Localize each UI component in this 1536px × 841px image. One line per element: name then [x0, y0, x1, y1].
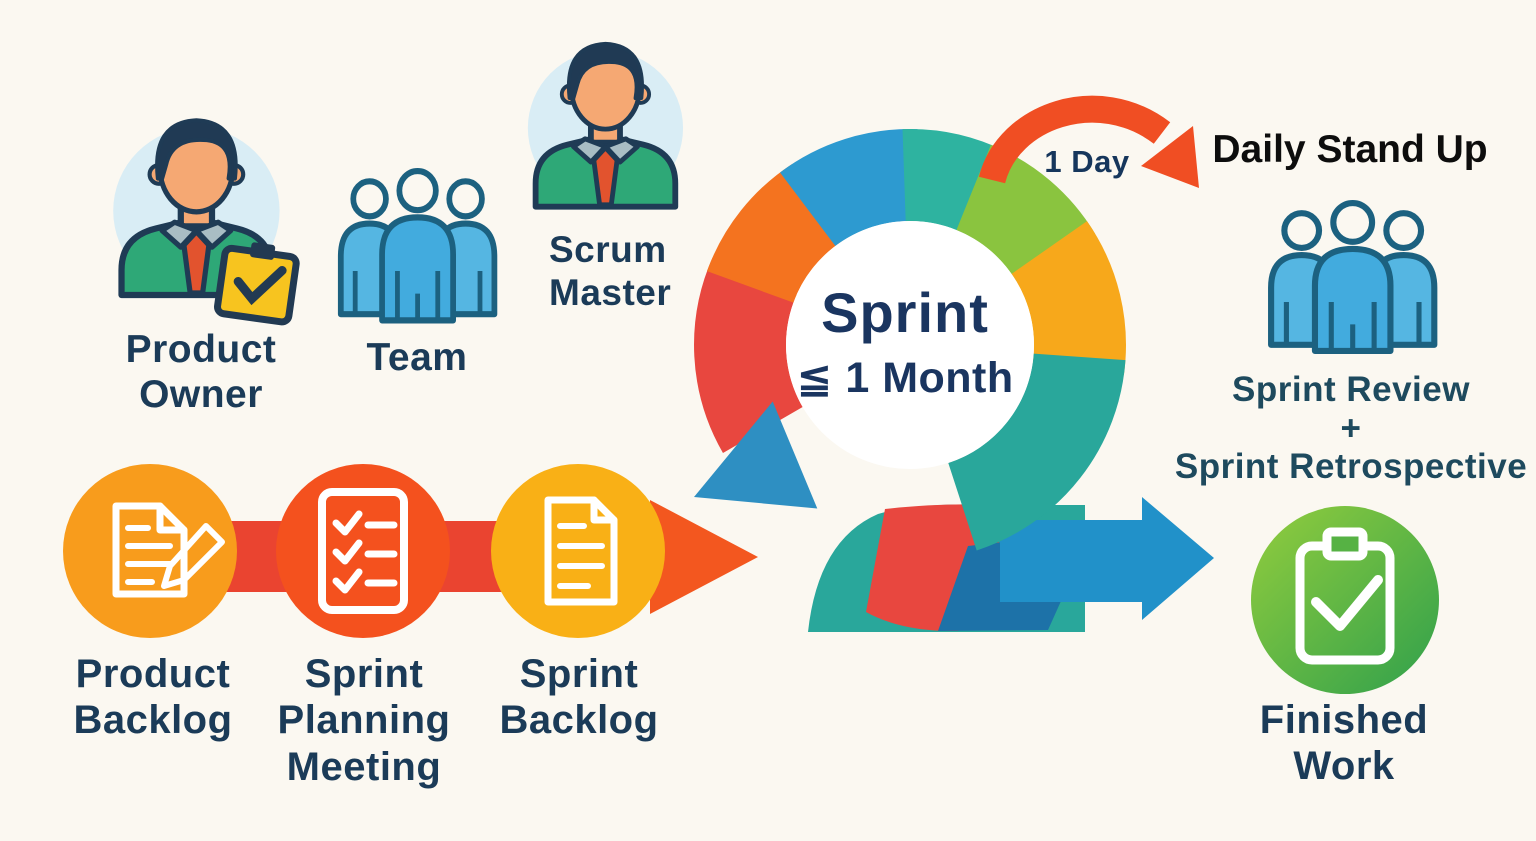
sprint-retrospective-label: Sprint Retrospective: [1174, 447, 1528, 486]
scrum-master-avatar-icon: [528, 44, 683, 207]
team-icon-left: [341, 171, 495, 320]
sprint-planning-meeting-label: Sprint Planning Meeting: [277, 652, 451, 789]
daily-standup-label: Daily Stand Up: [1212, 128, 1488, 171]
one-day-loop-arrow-icon: [978, 95, 1199, 188]
sprint-review-label: Sprint Review: [1232, 370, 1470, 409]
scrum-master-label: Scrum Master: [549, 229, 672, 313]
loop-end-arrowhead-icon: [694, 401, 818, 509]
sprint-loop: [694, 129, 1126, 551]
clipboard-check-badge-icon: [214, 242, 300, 326]
sprint-duration-label: ≦ 1 Month: [796, 354, 1014, 402]
sprint-planning-node: [276, 464, 450, 638]
sprint-backlog-label: Sprint Backlog: [499, 652, 659, 743]
team-label: Team: [366, 336, 468, 379]
document-pencil-icon: [112, 502, 225, 598]
product-owner-label: Product Owner: [125, 328, 277, 417]
sprint-title: Sprint: [821, 281, 989, 344]
team-icon-right: [1271, 203, 1434, 351]
one-day-label: 1 Day: [1044, 144, 1130, 179]
product-backlog-label: Product Backlog: [73, 652, 233, 743]
plus-sign: +: [1340, 408, 1362, 448]
document-icon: [544, 496, 618, 606]
sprint-backlog-node: [491, 464, 665, 638]
product-owner-avatar-icon: [113, 120, 300, 326]
finished-work-label: Finished Work: [1259, 698, 1429, 789]
clipboard-tick-icon: [1295, 527, 1395, 665]
checklist-icon: [318, 488, 408, 614]
review-retrospective-block: Sprint Review + Sprint Retrospective: [1174, 370, 1528, 487]
product-backlog-node: [63, 464, 237, 638]
finished-work-node: [1251, 506, 1439, 694]
